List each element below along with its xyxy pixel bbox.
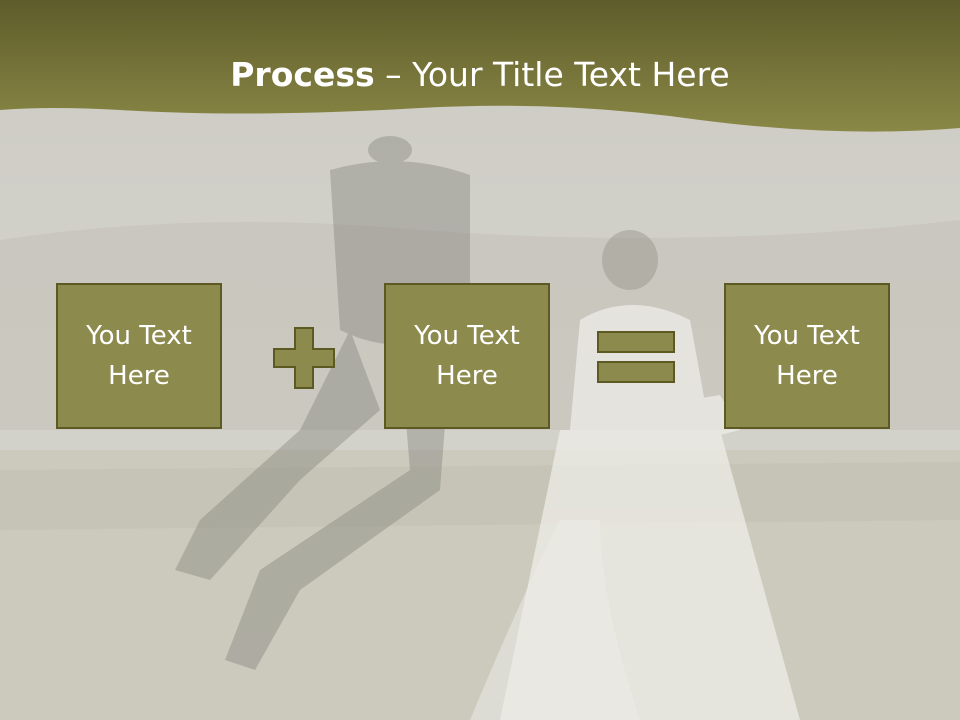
- equals-icon: [597, 331, 675, 383]
- process-box-1[interactable]: You Text Here: [56, 283, 222, 429]
- title-rest: – Your Title Text Here: [374, 55, 730, 94]
- process-box-1-text: You Text Here: [86, 321, 192, 391]
- slide-title: Process – Your Title Text Here: [0, 52, 960, 98]
- process-box-3[interactable]: You Text Here: [724, 283, 890, 429]
- process-box-3-text: You Text Here: [754, 321, 860, 391]
- plus-icon: [273, 327, 335, 389]
- process-box-2-text: You Text Here: [414, 321, 520, 391]
- title-bold: Process: [230, 55, 375, 94]
- process-box-2[interactable]: You Text Here: [384, 283, 550, 429]
